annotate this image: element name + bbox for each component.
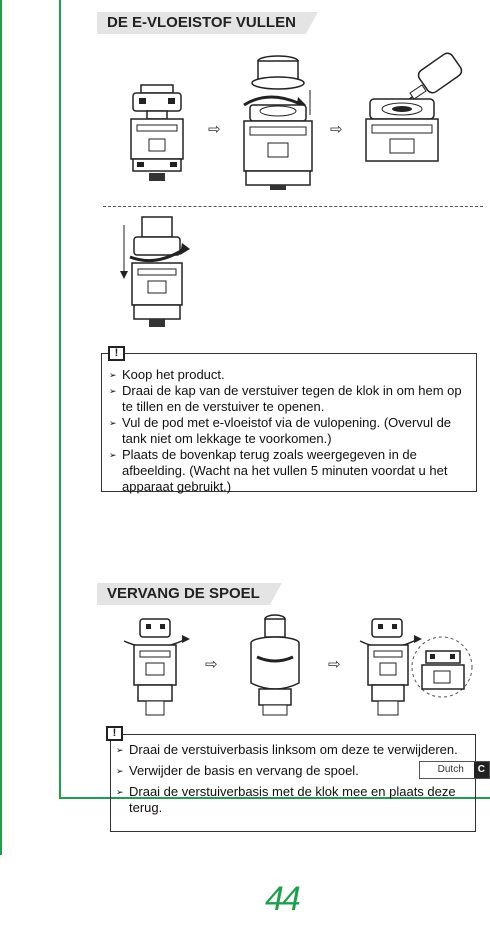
note-item: ➢Verwijder de basis en vervang de spoel.: [116, 763, 359, 778]
note-item: ➢Draai de verstuiverbasis met de klok me…: [116, 784, 456, 815]
frame-bottom-border: [59, 797, 490, 799]
language-tab: Dutch C: [418, 761, 490, 779]
atomizer-assembled-illustration: [130, 84, 184, 181]
note-item: ➢Draai de verstuiverbasis linksom om dez…: [116, 742, 458, 757]
coil-replace-illustration: [359, 618, 473, 716]
note-item: ➢Draai de kap van de verstuiver tegen de…: [109, 383, 462, 414]
arrow-right-icon: ⇨: [205, 656, 218, 673]
section-divider: [103, 206, 483, 207]
coil-illustration: [250, 614, 300, 716]
arrow-right-icon: ⇨: [208, 121, 221, 138]
atomizer-close-cap-illustration: [120, 216, 190, 327]
notes-box-fill: [101, 353, 477, 492]
note-item: ➢Plaats de bovenkap terug zoals weergege…: [109, 447, 448, 494]
language-label: Dutch: [437, 764, 464, 775]
section-title-fill: DE E-VLOEISTOF VULLEN: [97, 12, 318, 34]
warning-icon: !: [106, 726, 123, 741]
arrow-right-icon: ⇨: [328, 656, 341, 673]
note-item: ➢Vul de pod met e-vloeistof via de vulop…: [109, 415, 452, 446]
warning-icon: !: [108, 346, 125, 361]
notes-list-fill: ➢Koop het product. ➢Draai de kap van de …: [109, 367, 471, 495]
section-title-coil: VERVANG DE SPOEL: [97, 583, 282, 605]
page-edge-line: [0, 0, 2, 855]
filling-bottle-illustration: [365, 52, 463, 162]
atomizer-open-illustration: [243, 55, 313, 190]
notes-box-coil: [110, 734, 476, 832]
arrow-right-icon: ⇨: [330, 121, 343, 138]
language-next: C: [473, 762, 489, 778]
page-number: 44: [265, 880, 301, 918]
coil-remove-illustration: [123, 618, 190, 716]
notes-list-coil: ➢Draai de verstuiverbasis linksom om dez…: [116, 742, 472, 821]
frame-left-border: [59, 0, 61, 799]
note-item: ➢Koop het product.: [109, 367, 225, 382]
